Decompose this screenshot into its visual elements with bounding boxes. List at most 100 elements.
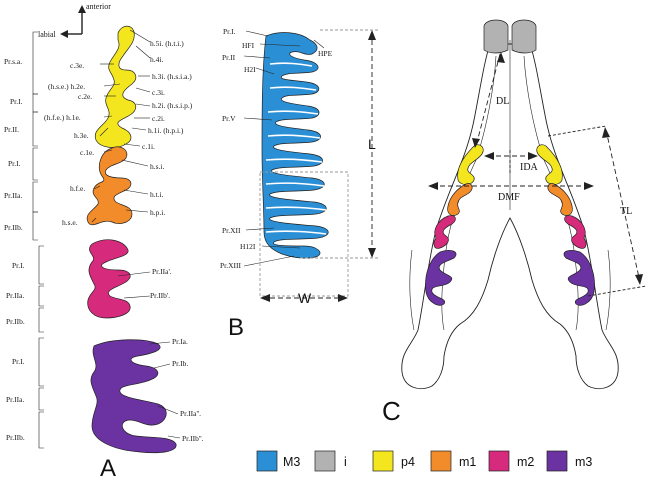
label-hse: h.s.e. [62,218,78,227]
ramus-contour-left [409,249,415,331]
legend-label: m2 [517,455,534,469]
m1-molar [86,146,133,226]
label-hsi: h.s.i. [150,162,165,171]
left-tooth-row [425,144,484,306]
panel-letter-b: B [228,314,244,341]
label-h2e: (h.s.e.) h.2e. [48,82,85,91]
label-h5i: h.5i. (h.t.i.) [150,39,184,48]
panel-letter-a: A [100,455,116,481]
label-c1e: c.1e. [80,148,94,157]
m2-right [564,215,587,249]
panel-b-leaders [243,30,325,267]
legend-label: M3 [283,455,300,469]
bracket-label: Pr.I. [8,159,21,168]
label-c3i: c.3i. [152,88,165,97]
label-pri: Pr.I. [223,27,236,36]
m1-left [447,183,473,216]
mandible-outline [401,43,619,390]
tl-label: TL [620,206,632,217]
bracket-label: Pr.I. [12,261,25,270]
label-h2i: h.2i. (h.s.i.p.) [152,101,193,110]
legend-label: i [344,455,347,469]
label-h3e: h.3e. [74,131,89,140]
panel-letter-c: C [382,396,401,426]
legend-swatch-m1 [430,450,452,472]
legend-swatch-incisor [314,450,336,472]
label-prii: Pr.II [222,53,236,62]
m3-molar [90,339,177,454]
label-hfe: h.f.e. [70,184,85,193]
label-hpe: HPE [318,49,333,58]
label-c2e: c.2e. [78,92,92,101]
label-h2i: H2I [244,65,256,74]
width-measure: W [260,290,348,306]
label-priib-prime: Pr.IIb'. [150,291,170,300]
legend-swatch-m2 [488,450,510,472]
length-label: L [368,136,376,152]
tl-measure: TL [547,125,647,297]
label-priia-double-prime: Pr.IIa''. [180,409,201,418]
bracket-label: Pr.IIb. [4,223,23,232]
bracket-label: Pr.IIb. [6,433,25,442]
label-priib-double-prime: Pr.IIb''. [182,434,204,443]
m1-right [547,183,573,216]
incisor-right [511,19,537,54]
m2-molar [87,239,131,319]
dl-label: DL [496,96,509,107]
bracket-label: Pr.II. [4,125,19,134]
width-guide-box [259,171,349,297]
bracket-label: Pr.I. [10,97,23,106]
label-h1i: h.1i. (h.p.i.) [148,126,184,135]
anterior-label: anterior [86,2,111,11]
label-hfi: HFI [242,41,255,50]
legend-label: m1 [459,455,476,469]
label-prxii: Pr.XII [222,226,241,235]
panel-c: DL IDA DMF TL C [382,19,647,426]
m3-upper-molar [261,32,329,259]
label-priia-prime: Pr.IIa'. [152,267,172,276]
panel-a-brackets [32,31,44,449]
ida-measure: IDA [484,150,539,174]
label-h1e: (h.f.e.) h.1e. [44,113,81,122]
legend-swatch-m3-lower [546,450,568,472]
orientation-indicator: anterior labial [38,2,111,39]
labial-label: labial [38,30,57,39]
width-label: W [298,290,312,306]
p4-right [536,144,563,185]
label-prib: Pr.Ib. [172,359,188,368]
bracket-label: Pr.IIa. [6,291,24,300]
dl-measure: DL [472,52,509,148]
label-hti: h.t.i. [150,190,164,199]
m3-left [425,250,457,306]
bracket-label: Pr.s.a. [4,57,22,66]
length-measure: L [300,29,380,259]
label-h12i: H12I [240,242,256,251]
p4-premolar [94,25,137,148]
bracket-label: Pr.IIa. [6,395,24,404]
label-h4i: h.4i. [150,55,163,64]
label-c1i: c.1i. [142,142,155,151]
panel-a-leaders [91,29,181,439]
dmf-label: DMF [498,192,520,203]
bracket-label: Pr.IIb. [6,317,25,326]
legend-label: m3 [575,455,592,469]
label-c3e: c.3e. [70,61,84,70]
m3-loph-grooves [265,62,327,235]
panel-a: anterior labial Pr.s.a. Pr.I. Pr. [4,2,204,481]
legend: M3 i p4 m1 m2 m3 [256,450,592,472]
bracket-label: Pr.IIa. [4,191,22,200]
dmf-measure: DMF [428,182,594,203]
bracket-label: Pr.I. [12,357,25,366]
legend-swatch-m3-upper [256,450,278,472]
legend-swatch-p4 [372,450,394,472]
m3-right [563,250,595,306]
incisor-left [483,19,509,54]
legend-label: p4 [401,455,415,469]
label-prxiii: Pr.XIII [220,261,242,270]
panel-b: L W Pr.I. HFI HPE Pr.II H2I Pr.V Pr.XII … [220,27,380,341]
right-tooth-row [536,144,595,306]
ida-label: IDA [520,162,539,173]
label-c2i: c.2i. [152,114,165,123]
